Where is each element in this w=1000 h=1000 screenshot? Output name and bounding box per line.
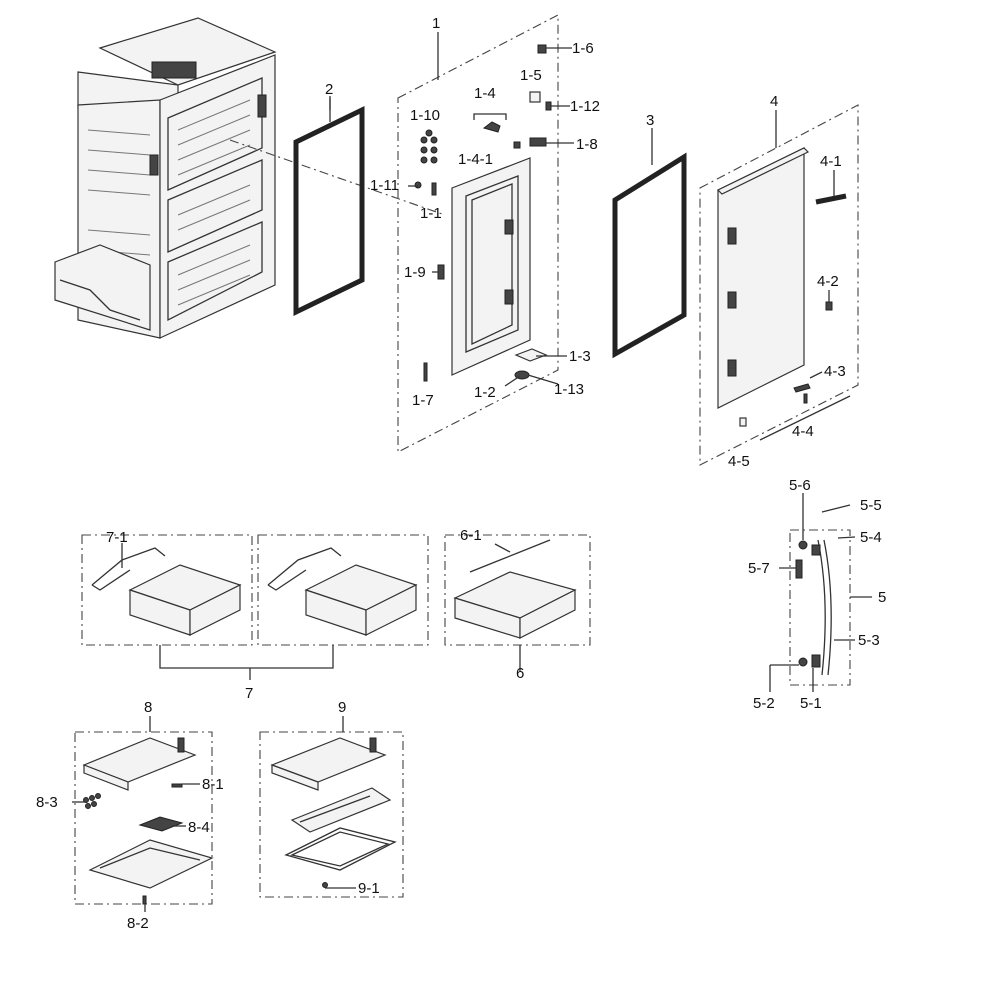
- door-gasket-right: [612, 128, 687, 359]
- label-4-4: 4-4: [792, 423, 814, 440]
- label-5-5: 5-5: [860, 497, 882, 514]
- label-9-1: 9-1: [358, 880, 380, 897]
- door-hinge-parts: [414, 44, 552, 382]
- label-1-4-1: 1-4-1: [458, 151, 493, 168]
- label-7: 7: [245, 685, 253, 702]
- label-2: 2: [325, 81, 333, 98]
- label-8-4: 8-4: [188, 819, 210, 836]
- label-1: 1: [432, 15, 440, 32]
- label-1-1: 1-1: [420, 205, 442, 222]
- label-5-7: 5-7: [748, 560, 770, 577]
- drawer-cover-assembly-8: [74, 716, 214, 905]
- label-1-7: 1-7: [412, 392, 434, 409]
- label-1-4: 1-4: [474, 85, 496, 102]
- door-assembly-left: [397, 14, 559, 453]
- label-5-3: 5-3: [858, 632, 880, 649]
- label-1-8: 1-8: [576, 136, 598, 153]
- label-1-5: 1-5: [520, 67, 542, 84]
- label-5-1: 5-1: [800, 695, 822, 712]
- drawer-cover-assembly-9: [259, 716, 404, 898]
- label-8-3: 8-3: [36, 794, 58, 811]
- shelf-bin-2: [267, 547, 418, 636]
- label-5-4: 5-4: [860, 529, 882, 546]
- label-4-5: 4-5: [728, 453, 750, 470]
- label-1-6: 1-6: [572, 40, 594, 57]
- label-4-2: 4-2: [817, 273, 839, 290]
- label-1-9: 1-9: [404, 264, 426, 281]
- label-9: 9: [338, 699, 346, 716]
- label-8-1: 8-1: [202, 776, 224, 793]
- label-1-3: 1-3: [569, 348, 591, 365]
- label-5-2: 5-2: [753, 695, 775, 712]
- shelf-bin-1: [91, 547, 242, 636]
- door-right: [699, 104, 859, 466]
- label-1-10: 1-10: [410, 107, 440, 124]
- label-1-13: 1-13: [554, 381, 584, 398]
- callout-labels: 1 1-6 1-5 1-4 1-12 1-10 1-8 1-4-1 1-11 1…: [36, 15, 886, 932]
- label-8: 8: [144, 699, 152, 716]
- label-1-2: 1-2: [474, 384, 496, 401]
- label-5-6: 5-6: [789, 477, 811, 494]
- label-4-3: 4-3: [824, 363, 846, 380]
- door-bin-group: [81, 534, 429, 680]
- label-4: 4: [770, 93, 778, 110]
- label-6-1: 6-1: [460, 527, 482, 544]
- door-gasket-left: [293, 98, 365, 316]
- label-3: 3: [646, 112, 654, 129]
- door-bin-with-rail: [444, 534, 591, 660]
- label-5: 5: [878, 589, 886, 606]
- refrigerator-cabinet: [54, 17, 277, 339]
- label-8-2: 8-2: [127, 915, 149, 932]
- door-handle-assembly: [789, 529, 851, 686]
- label-7-1: 7-1: [106, 529, 128, 546]
- label-1-11: 1-11: [370, 177, 399, 194]
- label-6: 6: [516, 665, 524, 682]
- label-1-12: 1-12: [570, 98, 600, 115]
- label-4-1: 4-1: [820, 153, 842, 170]
